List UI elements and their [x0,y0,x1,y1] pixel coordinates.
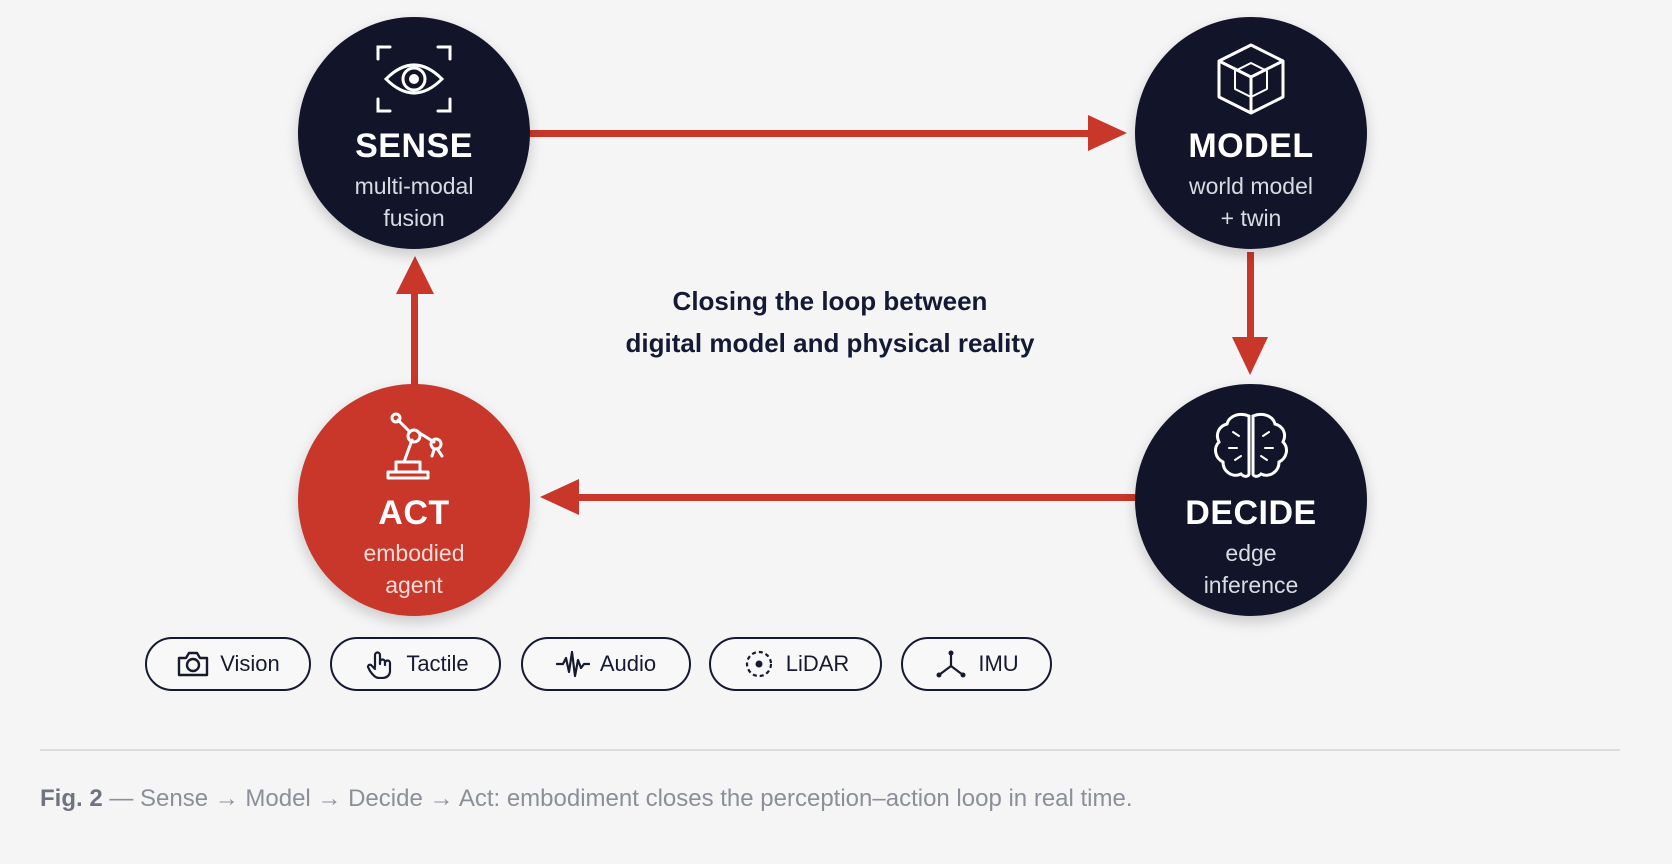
arrow-sense-to-model [530,130,1090,137]
touch-hand-icon [367,651,392,679]
waveform-icon [555,650,590,678]
center-caption-line-1: Closing the loop between [672,286,988,316]
node-subtitle: multi-modal [354,173,474,199]
pill-label: Vision [220,651,280,676]
node-title: MODEL [1188,127,1314,165]
arrow-model-to-decide [1247,252,1254,340]
arrow-decide-to-act [575,494,1135,501]
node-subtitle: + twin [1220,205,1282,231]
arrowhead-sense [396,256,434,294]
brain-icon [1214,412,1288,478]
node-sense: SENSE multi-modal fusion [298,17,530,249]
arrowhead-decide [1232,337,1268,375]
figure-caption-text: — Sense → Model → Decide → Act: embodime… [102,785,1133,812]
node-decide: DECIDE edge inference [1135,384,1367,616]
arrow-act-to-sense [411,290,418,385]
pill-label: IMU [978,651,1019,676]
pill-label: Tactile [406,651,469,676]
caption-divider [40,749,1620,751]
modality-pill-imu: IMU [901,637,1052,691]
node-subtitle: world model [1189,173,1313,199]
node-subtitle: embodied [363,540,465,566]
figure-number: Fig. 2 [40,785,103,812]
arrowhead-model [1088,115,1127,151]
modality-pill-audio: Audio [521,637,691,691]
cube-icon [1217,43,1285,115]
eye-scan-icon [376,45,452,113]
node-title: SENSE [355,127,473,165]
figure-caption: Fig. 2 — Sense → Model → Decide → Act: e… [40,785,1133,813]
node-subtitle: edge [1225,540,1277,566]
robot-arm-icon [386,412,444,480]
arrowhead-act [540,479,579,515]
node-subtitle: inference [1203,572,1299,598]
lidar-target-icon [745,650,772,678]
node-model: MODEL world model + twin [1135,17,1367,249]
modality-pill-lidar: LiDAR [709,637,882,691]
node-title: ACT [378,494,450,532]
pill-label: LiDAR [785,651,850,676]
node-subtitle: agent [385,572,443,598]
center-caption-line-2: digital model and physical reality [625,328,1035,358]
node-subtitle: fusion [383,205,445,231]
node-title: DECIDE [1185,494,1317,532]
node-act: ACT embodied agent [298,384,530,616]
camera-icon [178,651,209,677]
modality-pill-vision: Vision [145,637,311,691]
axes-icon [936,650,966,678]
pill-label: Audio [599,651,657,676]
modality-pill-tactile: Tactile [330,637,501,691]
